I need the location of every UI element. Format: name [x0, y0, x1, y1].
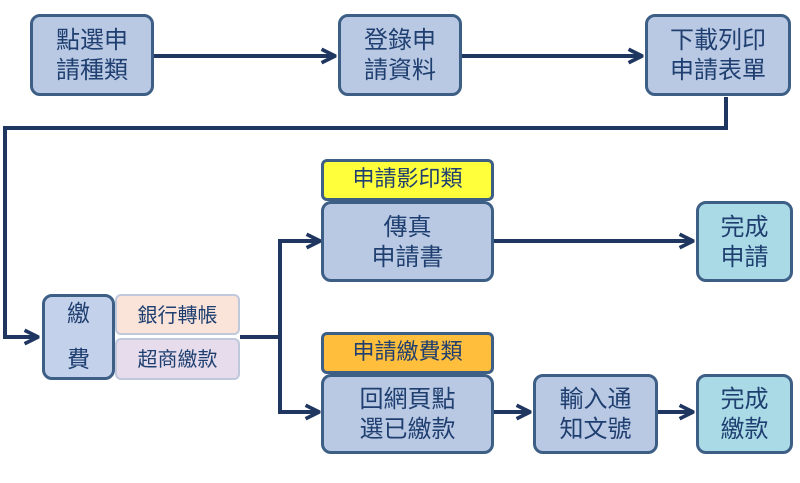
tag-print-category: 申請影印類: [321, 159, 494, 201]
arrow-branch-to-return: [278, 337, 319, 412]
store-payment-label: 超商繳款: [137, 347, 218, 371]
tag-print-category-label: 申請影印類: [352, 167, 463, 192]
step-complete-application-label: 完成 申請: [720, 212, 769, 271]
step-enter-notice-number-label: 輸入通 知文號: [559, 385, 632, 443]
step-register-label: 登錄申 請資料: [364, 26, 436, 84]
step-payment: 繳 費: [42, 294, 115, 380]
tag-fee-category-label: 申請繳費類: [352, 340, 463, 365]
connector-download-to-payment: [3, 97, 728, 337]
payment-option-store-payment: 超商繳款: [115, 338, 240, 380]
step-register: 登錄申 請資料: [338, 14, 462, 96]
step-complete-payment-label: 完成 繳款: [720, 385, 769, 443]
bank-transfer-label: 銀行轉帳: [137, 302, 218, 327]
step-return-select-paid-label: 回網頁點 選已繳款: [359, 385, 456, 443]
step-complete-payment: 完成 繳款: [696, 374, 793, 454]
step-select-type: 點選申 請種類: [30, 14, 154, 96]
step-payment-label: 繳 費: [67, 301, 90, 373]
tag-fee-category: 申請繳費類: [321, 332, 494, 374]
step-fax-application: 傳真 申請書: [321, 201, 494, 282]
step-return-select-paid: 回網頁點 選已繳款: [321, 374, 494, 454]
arrow-branch-to-fax: [278, 241, 320, 337]
step-select-type-label: 點選申 請種類: [56, 26, 128, 84]
step-fax-application-label: 傳真 申請書: [371, 212, 444, 271]
step-enter-notice-number: 輸入通 知文號: [533, 374, 658, 454]
step-complete-application: 完成 申請: [696, 201, 793, 282]
payment-option-bank-transfer: 銀行轉帳: [115, 294, 240, 335]
step-download-print-label: 下載列印 申請表單: [670, 26, 766, 84]
step-download-print: 下載列印 申請表單: [645, 14, 791, 96]
